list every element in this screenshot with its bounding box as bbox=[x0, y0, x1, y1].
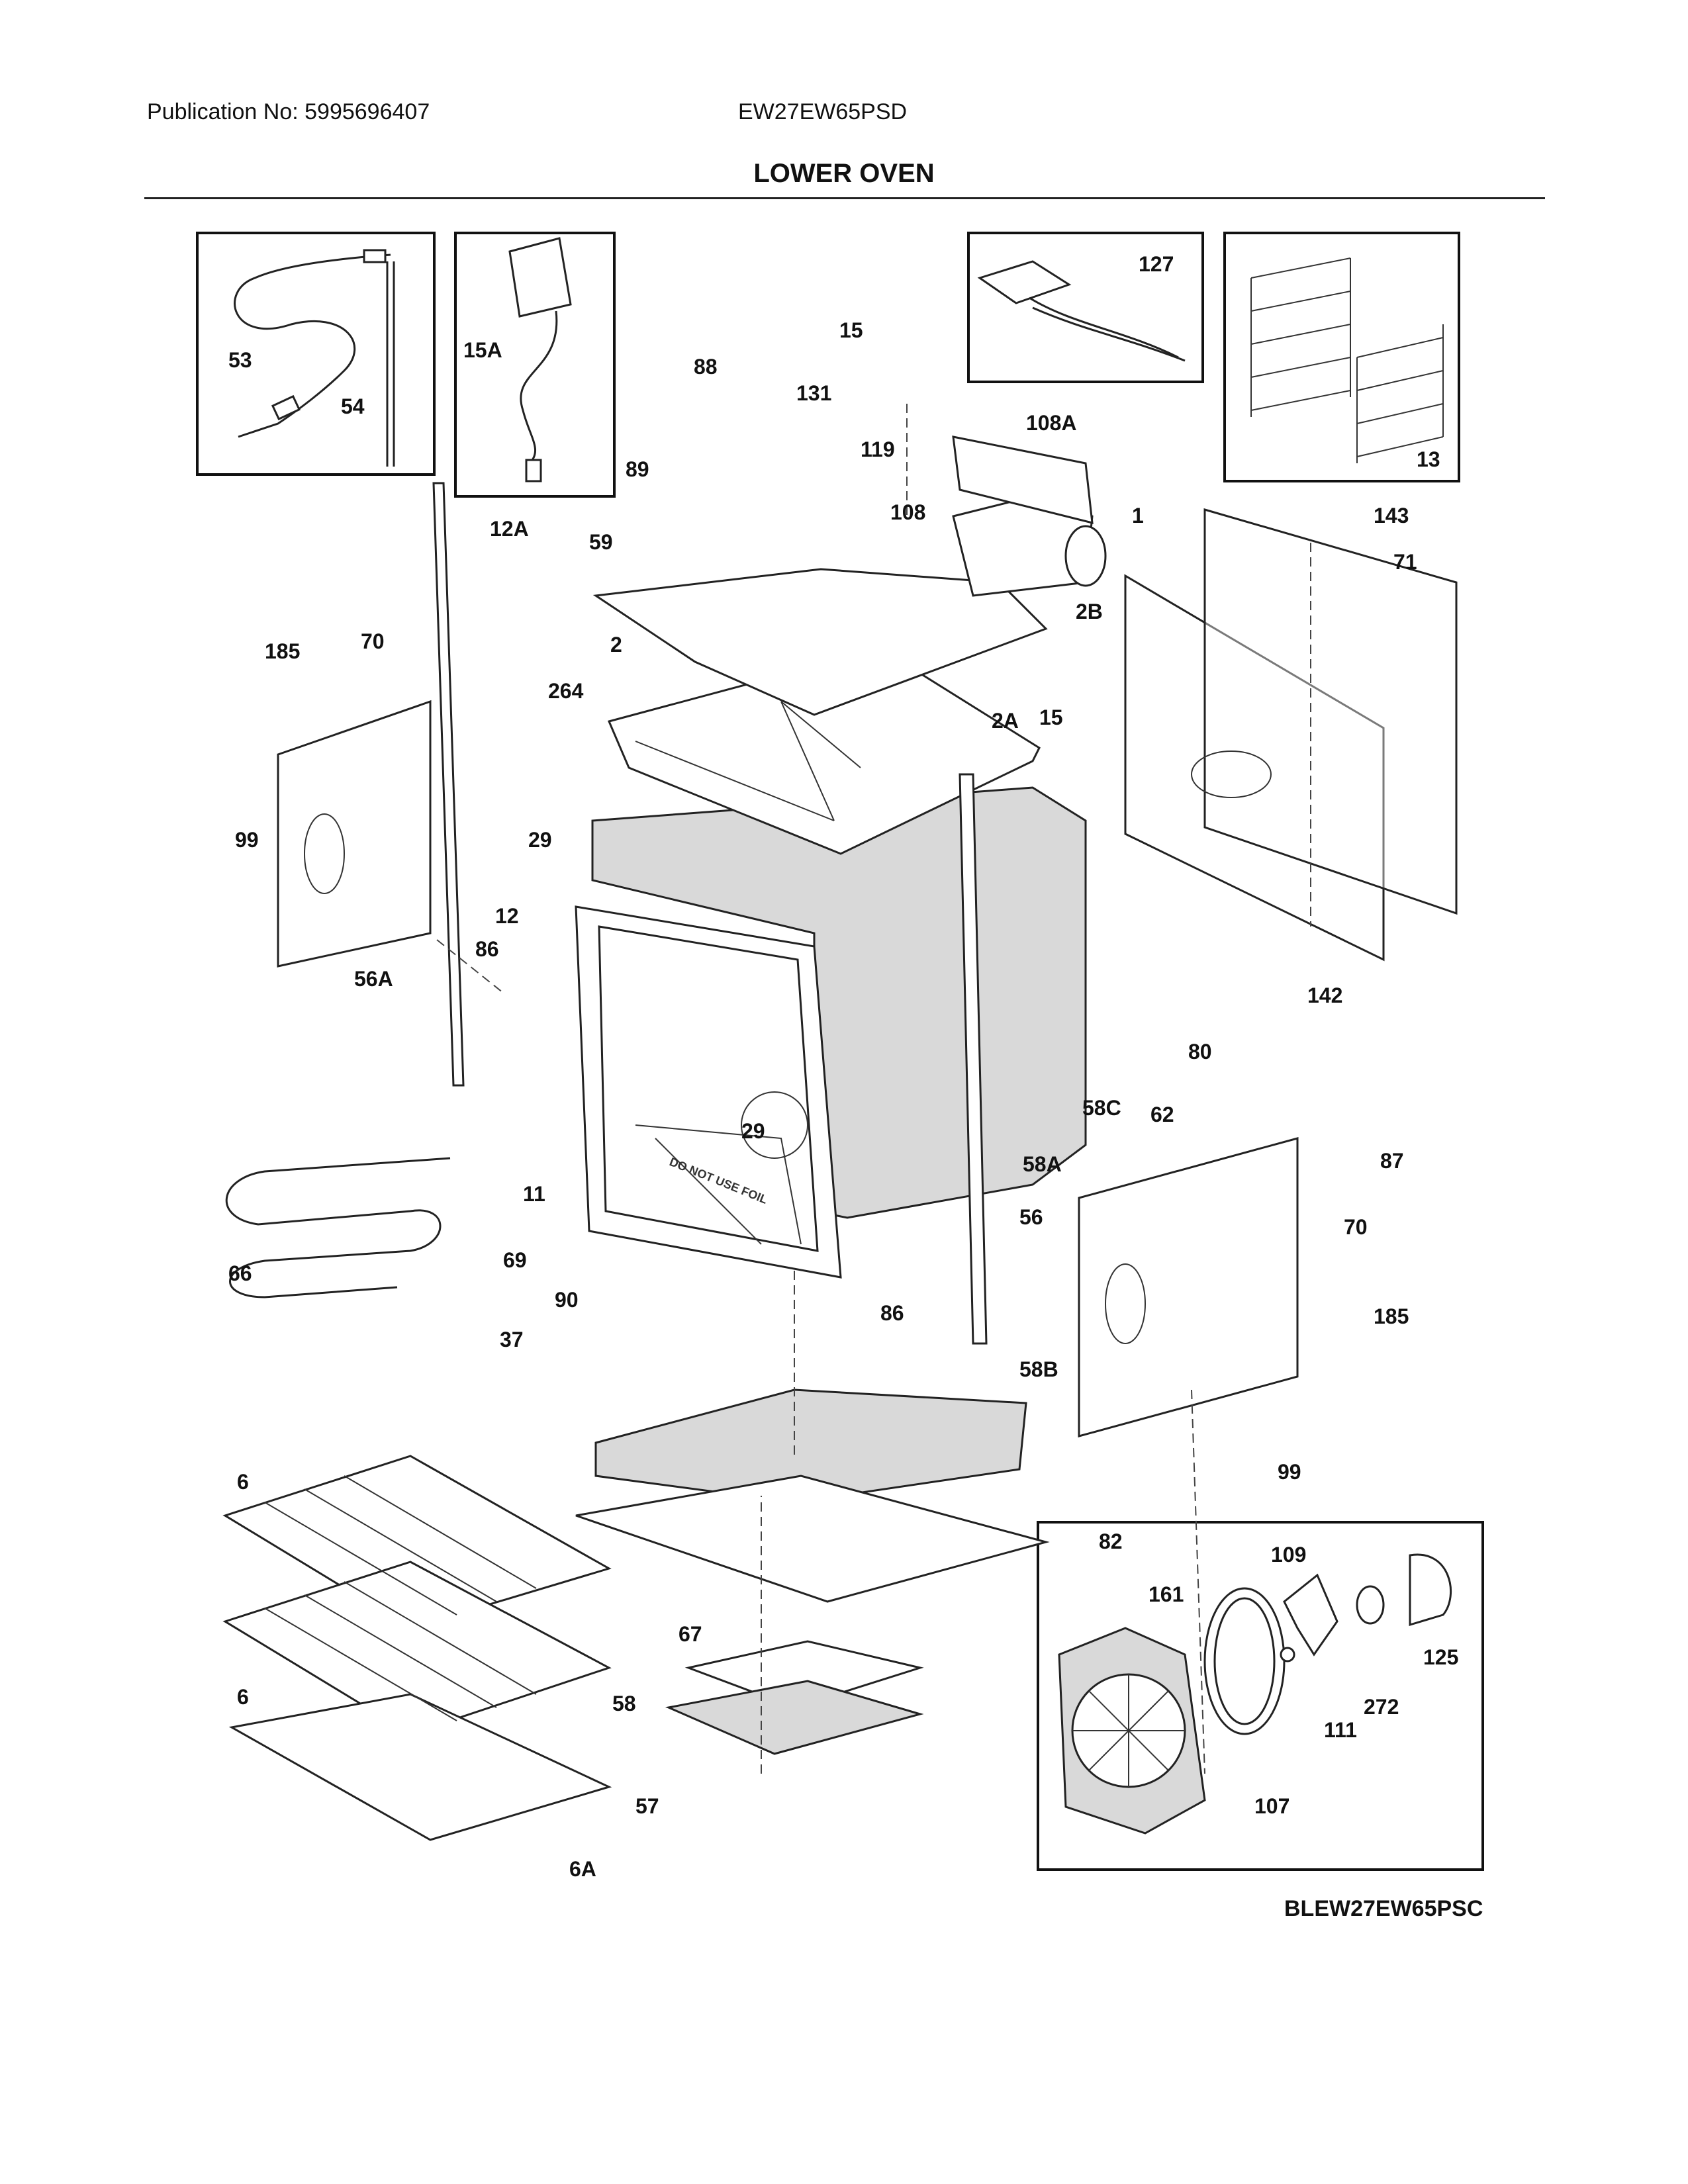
page-title: LOWER OVEN bbox=[753, 159, 935, 188]
insulation-top-panel bbox=[592, 568, 1048, 716]
callout-58A: 58A bbox=[1023, 1152, 1062, 1176]
cooling-fan bbox=[952, 435, 1107, 597]
callout-58C: 58C bbox=[1082, 1096, 1121, 1120]
callout-108A: 108A bbox=[1026, 411, 1077, 435]
oven-racks bbox=[222, 1455, 612, 1841]
callout-6b: 6 bbox=[237, 1685, 249, 1709]
callout-labels: 53 54 15A 15 88 131 119 108A 108 127 13 … bbox=[228, 252, 1458, 1881]
callout-185: 185 bbox=[265, 639, 300, 663]
callout-86: 86 bbox=[475, 937, 499, 961]
callout-127: 127 bbox=[1139, 252, 1174, 276]
callout-90: 90 bbox=[555, 1288, 579, 1312]
callout-2B: 2B bbox=[1076, 600, 1103, 623]
callout-272: 272 bbox=[1364, 1695, 1399, 1719]
callout-161: 161 bbox=[1149, 1582, 1184, 1606]
callout-108: 108 bbox=[890, 500, 925, 524]
callout-89: 89 bbox=[626, 457, 649, 481]
callout-86b: 86 bbox=[880, 1301, 904, 1325]
callout-54: 54 bbox=[341, 394, 365, 418]
callout-67: 67 bbox=[679, 1622, 702, 1646]
callout-2: 2 bbox=[610, 633, 622, 657]
inset-convection-fan-box bbox=[1037, 1521, 1484, 1871]
inset-control-box bbox=[454, 232, 616, 498]
oven-cavity bbox=[575, 786, 1087, 1279]
callout-99b: 99 bbox=[1278, 1460, 1301, 1484]
header-rule bbox=[144, 197, 1545, 199]
callout-29: 29 bbox=[528, 828, 552, 852]
callout-1: 1 bbox=[1132, 504, 1144, 527]
callout-131: 131 bbox=[796, 381, 831, 405]
bottom-assembly bbox=[575, 1388, 1050, 1755]
callout-37: 37 bbox=[500, 1328, 524, 1351]
callout-88: 88 bbox=[694, 355, 718, 379]
inset-sensor-box bbox=[196, 232, 436, 476]
bake-element bbox=[225, 1157, 451, 1298]
alignment-lines bbox=[436, 404, 1311, 1774]
callout-107: 107 bbox=[1254, 1794, 1289, 1818]
callout-70: 70 bbox=[361, 629, 385, 653]
publication-number: Publication No: 5995696407 bbox=[147, 99, 430, 124]
callout-59: 59 bbox=[589, 530, 613, 554]
callout-70b: 70 bbox=[1344, 1215, 1368, 1239]
callout-12: 12 bbox=[495, 904, 519, 928]
callout-11: 11 bbox=[523, 1182, 545, 1206]
inset-rack-supports-box bbox=[1223, 232, 1460, 482]
callout-125: 125 bbox=[1423, 1645, 1458, 1669]
callout-71: 71 bbox=[1393, 550, 1417, 574]
callout-111: 111 bbox=[1324, 1718, 1357, 1742]
callout-6: 6 bbox=[237, 1470, 249, 1494]
model-number: EW27EW65PSD bbox=[738, 99, 908, 124]
callout-58B: 58B bbox=[1019, 1357, 1058, 1381]
callout-29b: 29 bbox=[741, 1119, 765, 1143]
callout-58: 58 bbox=[612, 1692, 636, 1715]
rear-panel bbox=[1124, 508, 1458, 962]
callout-56: 56 bbox=[1019, 1205, 1043, 1229]
callout-15: 15 bbox=[839, 318, 863, 342]
callout-264: 264 bbox=[548, 679, 584, 703]
callout-69: 69 bbox=[503, 1248, 527, 1272]
callout-185b: 185 bbox=[1374, 1304, 1409, 1328]
callout-12A: 12A bbox=[490, 517, 529, 541]
side-panels bbox=[277, 482, 1299, 1437]
callout-15b: 15 bbox=[1039, 705, 1063, 729]
callout-15A: 15A bbox=[463, 338, 502, 362]
callout-109: 109 bbox=[1271, 1543, 1306, 1567]
callout-87: 87 bbox=[1380, 1149, 1404, 1173]
callout-2A: 2A bbox=[992, 709, 1019, 733]
callout-66: 66 bbox=[228, 1261, 252, 1285]
callout-142: 142 bbox=[1307, 983, 1342, 1007]
callout-143: 143 bbox=[1374, 504, 1409, 527]
diagram-code: BLEW27EW65PSC bbox=[1284, 1896, 1483, 1921]
callout-57: 57 bbox=[635, 1794, 659, 1818]
callout-80: 80 bbox=[1188, 1040, 1212, 1064]
callout-82: 82 bbox=[1099, 1529, 1123, 1553]
callout-56A: 56A bbox=[354, 967, 393, 991]
callout-99: 99 bbox=[235, 828, 259, 852]
callout-53: 53 bbox=[228, 348, 252, 372]
callout-6A: 6A bbox=[569, 1857, 596, 1881]
inset-wiring-box bbox=[967, 232, 1204, 383]
callout-119: 119 bbox=[861, 437, 895, 461]
callout-62: 62 bbox=[1150, 1103, 1174, 1126]
callout-13: 13 bbox=[1417, 447, 1440, 471]
